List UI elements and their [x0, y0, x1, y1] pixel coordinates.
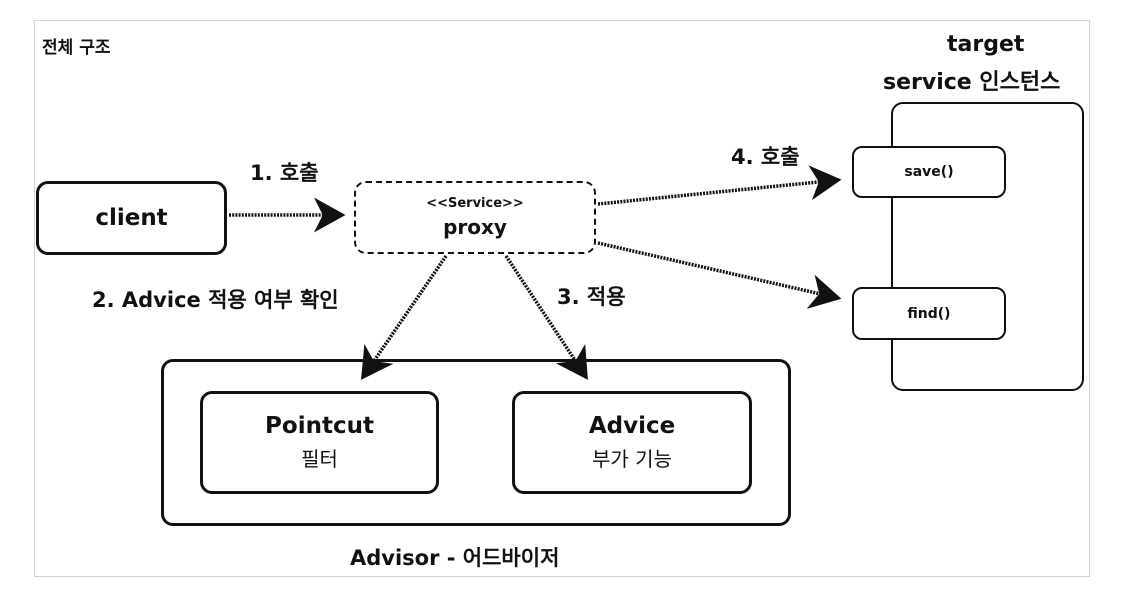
save-method-label: save() — [904, 164, 954, 180]
advisor-label: Advisor - 어드바이저 — [350, 546, 560, 570]
step-check-2: 2. Advice 적용 여부 확인 — [92, 288, 339, 312]
save-method-box: save() — [852, 146, 1006, 198]
proxy-label: proxy — [443, 215, 507, 239]
pointcut-desc: 필터 — [301, 447, 338, 471]
target-label: target — [947, 32, 1025, 57]
arrow-proxy-to-find — [597, 241, 842, 309]
client-box: client — [36, 181, 227, 255]
arrow-proxy-to-advice — [504, 255, 588, 380]
diagram-frame — [34, 20, 1090, 577]
advice-label: Advice — [588, 413, 676, 439]
client-label: client — [95, 205, 168, 231]
pointcut-label: Pointcut — [265, 413, 374, 439]
diagram-title: 전체 구조 — [42, 38, 111, 58]
step-call-4: 4. 호출 — [731, 145, 800, 169]
arrow-proxy-to-pointcut — [361, 255, 448, 380]
proxy-box: <<Service>> proxy — [354, 181, 596, 254]
advice-desc: 부가 기능 — [592, 447, 672, 471]
step-apply-3: 3. 적용 — [557, 285, 626, 309]
find-method-box: find() — [852, 287, 1006, 340]
advice-box: Advice 부가 기능 — [512, 391, 752, 494]
find-method-label: find() — [907, 305, 951, 322]
pointcut-box: Pointcut 필터 — [200, 391, 439, 494]
proxy-stereotype: <<Service>> — [426, 196, 524, 211]
arrow-proxy-to-save — [597, 165, 842, 206]
step-call-1: 1. 호출 — [250, 161, 319, 185]
target-service-label: service 인스턴스 — [883, 70, 1061, 95]
